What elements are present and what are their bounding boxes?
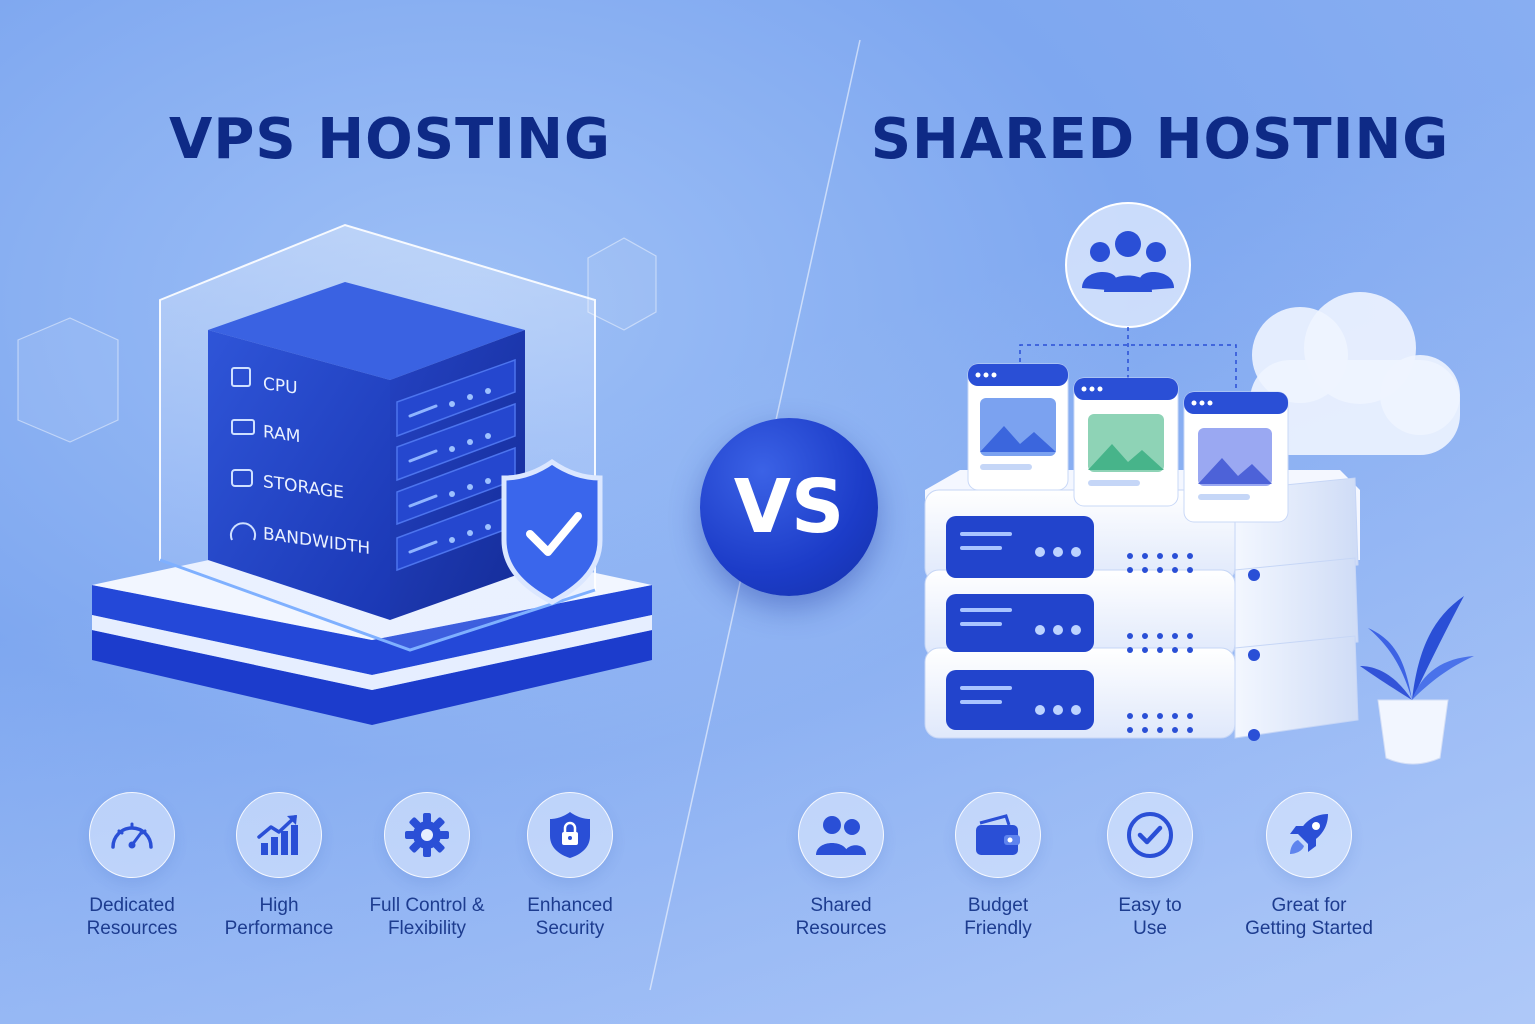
gauge-icon [111,822,153,849]
feature-great-for-getting-started: Great for Getting Started [1224,792,1394,940]
feature-easy-to-use: Easy to Use [1065,792,1235,940]
feature-budget-friendly: Budget Friendly [913,792,1083,940]
vps-hosting-title: VPS HOSTING [169,107,611,172]
feature-label: Budget Friendly [964,895,1032,939]
bar-chart-up-icon [257,815,298,855]
feature-label: Dedicated Resources [86,895,178,939]
rocket-icon [1290,814,1328,854]
feature-high-performance: High Performance [194,792,364,940]
gear-icon [405,813,449,857]
vps-server-illustration: CPU RAM STORAGE BANDWIDTH [17,223,657,725]
feature-circle [89,792,175,878]
shield-check-icon [501,458,603,605]
feature-shared-resources: Shared Resources [756,792,926,940]
feature-circle [384,792,470,878]
feature-circle [1107,792,1193,878]
users-icon [816,816,866,855]
wallet-icon [976,814,1020,855]
feature-circle [527,792,613,878]
feature-dedicated-resources: Dedicated Resources [47,792,217,940]
check-circle-icon [1127,812,1173,858]
feature-label: Great for Getting Started [1245,895,1373,939]
shared-hosting-title: SHARED HOSTING [870,107,1450,172]
feature-enhanced-security: Enhanced Security [485,792,655,940]
feature-circle [798,792,884,878]
feature-label: Easy to Use [1118,895,1182,939]
feature-label: High Performance [224,895,334,939]
feature-full-control: Full Control & Flexibility [342,792,512,940]
feature-circle [236,792,322,878]
shield-lock-icon [550,812,590,858]
vs-badge: VS [700,418,878,596]
feature-label: Enhanced Security [527,895,613,939]
server-label-cpu: CPU [263,374,298,399]
feature-circle [955,792,1041,878]
feature-circle [1266,792,1352,878]
feature-label: Full Control & Flexibility [369,895,485,939]
feature-label: Shared Resources [795,895,887,939]
